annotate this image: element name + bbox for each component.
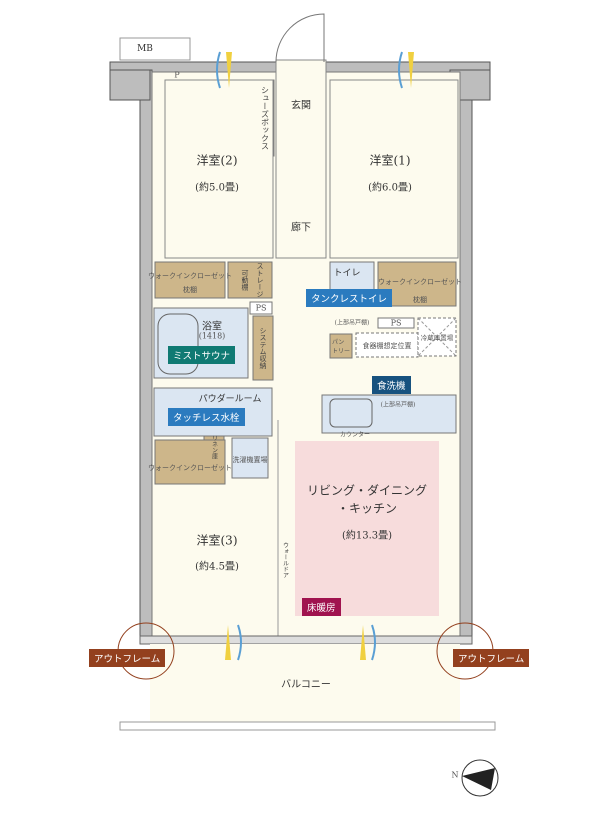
entrance-hall	[275, 59, 327, 259]
floor-heating-tag: 床暖房	[302, 598, 341, 616]
walk-in-closet-left	[154, 261, 226, 299]
dishwasher-tag: 食洗機	[372, 376, 411, 394]
compass-north-label: N	[451, 770, 459, 780]
outframe-tag-left: アウトフレーム	[89, 649, 166, 667]
mist-sauna-tag: ミストサウナ	[168, 346, 236, 364]
room-1	[329, 79, 459, 259]
wall-door-label: ウォールドア	[281, 542, 289, 578]
wic-left-label: ウォークインクローゼット	[148, 272, 232, 280]
room-2	[164, 79, 274, 259]
walk-in-closet-bottom	[154, 439, 226, 485]
toilet-label: トイレ	[333, 268, 361, 279]
ventilation-icon	[216, 51, 414, 661]
upper-shelf-kitchen: (上部吊戸棚)	[380, 401, 416, 409]
entrance-label: 玄関	[291, 100, 311, 112]
p-label: P	[174, 70, 180, 80]
storage-label: ストレージ	[256, 262, 264, 298]
room3-name: 洋室(3)	[196, 533, 238, 548]
hall-label: 廊下	[291, 222, 311, 234]
bottom-wall	[139, 635, 473, 645]
ldk-name-1: リビング・ダイニング	[306, 483, 428, 498]
dish-shelf-space	[355, 332, 419, 358]
room2-size: (約5.0畳)	[195, 182, 239, 194]
linen-label: リネン庫	[210, 435, 218, 459]
right-wall	[459, 69, 473, 641]
bath-label: 浴室	[202, 321, 222, 333]
ldk-size: (約13.3畳)	[341, 530, 393, 542]
ldk-name-2: ・キッチン	[336, 501, 398, 516]
room1-name: 洋室(1)	[369, 153, 411, 168]
sink	[329, 398, 373, 428]
storage	[227, 261, 273, 299]
room1-size: (約6.0畳)	[368, 182, 412, 194]
laundry-label: 洗濯機置場	[232, 456, 268, 464]
laundry-space	[231, 437, 269, 479]
wic-right-shelf: 枕棚	[413, 296, 427, 304]
bathroom	[153, 307, 249, 379]
pantry-label: パントリー	[332, 339, 351, 355]
dish-shelf-label: 食器棚想定位置	[362, 342, 412, 350]
floor-heating-area	[295, 441, 439, 616]
counter-label: カウンター	[339, 431, 371, 439]
mb-label: MB	[137, 44, 153, 54]
ps-right: PS	[390, 318, 402, 328]
upper-shelf-toilet: (上部吊戸棚)	[334, 319, 370, 327]
wic-bottom-label: ウォークインクローゼット	[148, 464, 232, 472]
front-door	[275, 13, 325, 63]
balcony-label: バルコニー	[281, 679, 331, 691]
balcony-railing	[119, 721, 496, 731]
compass-icon	[461, 759, 499, 797]
fridge-label: 冷蔵庫置場	[420, 334, 454, 342]
room3-size: (約4.5畳)	[195, 561, 239, 573]
outframe-tag-right: アウトフレーム	[453, 649, 530, 667]
system-storage	[252, 315, 274, 381]
left-wall	[139, 69, 153, 641]
tankless-toilet-tag: タンクレストイレ	[306, 289, 393, 307]
bathtub	[157, 313, 199, 375]
ps-left: PS	[255, 303, 267, 313]
wic-left-shelf: 枕棚	[183, 286, 197, 294]
system-storage-label: システム収納	[259, 327, 267, 369]
shoe-box-label: シューズボックス	[260, 86, 270, 150]
room2-name: 洋室(2)	[196, 153, 238, 168]
touchless-faucet-tag: タッチレス水栓	[168, 408, 245, 426]
movable-shelf-label: 可動棚	[241, 269, 249, 291]
pantry	[329, 333, 353, 359]
powder-label: パウダールーム	[198, 394, 262, 405]
balcony-floor	[150, 644, 460, 722]
kitchen-counter	[321, 394, 457, 434]
bath-size: (1418)	[198, 331, 226, 341]
wic-right-label: ウォークインクローゼット	[378, 278, 462, 286]
column-tl	[109, 69, 151, 101]
meter-box	[119, 37, 191, 61]
